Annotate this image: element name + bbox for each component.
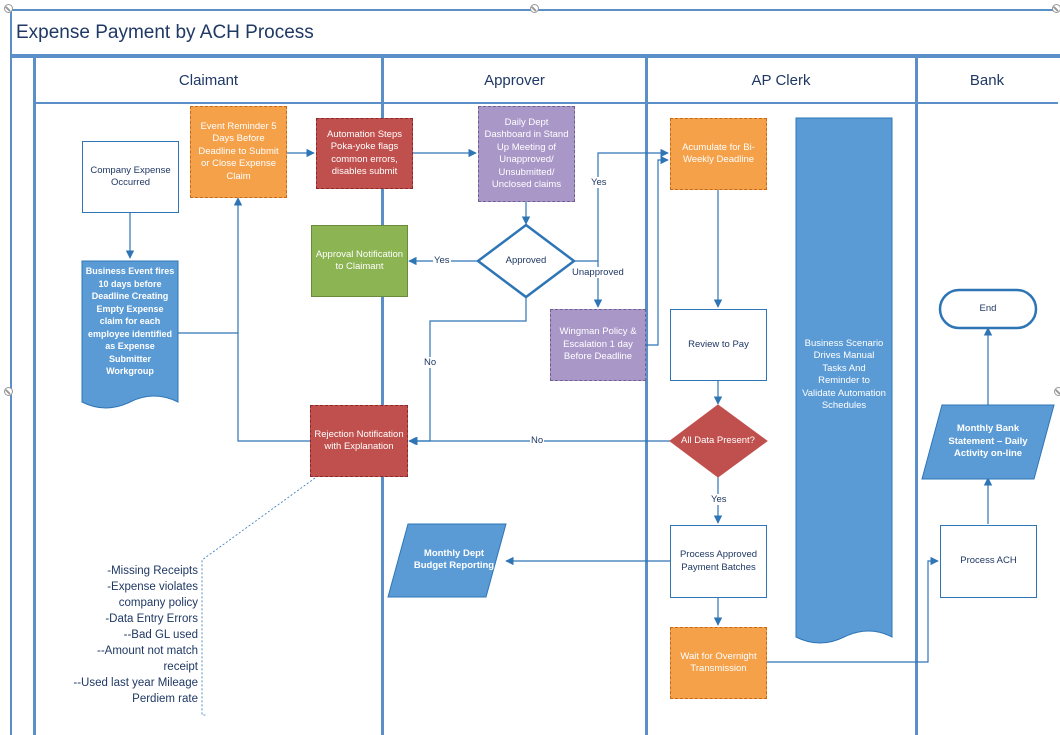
monthly-budget-node[interactable]: Monthly Dept Budget Reporting — [413, 547, 495, 572]
edge-label-yes-approval: Yes — [433, 255, 451, 266]
annotation-line: -Missing Receipts — [107, 565, 198, 577]
annotation-line: -Expense violates — [107, 581, 198, 593]
annotation-line: receipt — [163, 661, 198, 673]
annotation-line: --Amount not match — [97, 645, 198, 657]
annotation-line: --Used last year Mileage — [73, 677, 198, 689]
accumulate-node[interactable]: Acumulate for Bi-Weekly Deadline — [670, 118, 767, 190]
wait-overnight-node[interactable]: Wait for Overnight Transmission — [670, 627, 767, 699]
resize-handle-icon[interactable] — [4, 387, 13, 396]
business-event-shape — [81, 260, 179, 409]
lane-header-approver: Approver — [383, 58, 646, 104]
event-reminder-node[interactable]: Event Reminder 5 Days Before Deadline to… — [190, 106, 287, 198]
resize-handle-icon[interactable] — [1054, 387, 1060, 396]
end-terminator-shape — [938, 288, 1038, 330]
lane-header-bank: Bank — [916, 58, 1058, 104]
lane-divider — [381, 58, 384, 735]
resize-handle-icon[interactable] — [530, 4, 539, 13]
lane-divider — [645, 58, 648, 735]
edge-label-no-rejection: No — [423, 357, 438, 368]
pool-left-border — [10, 58, 12, 735]
business-event-node[interactable]: Business Event fires 10 days before Dead… — [85, 266, 175, 376]
resize-handle-icon[interactable] — [4, 4, 13, 13]
all-data-present-decision-shape — [669, 404, 768, 478]
monthly-bank-node[interactable]: Monthly Bank Statement – Daily Activity … — [948, 423, 1028, 460]
rejection-notification-node[interactable]: Rejection Notification with Explanation — [310, 405, 408, 477]
lane-divider — [915, 58, 918, 735]
monthly-bank-shape — [921, 404, 1055, 480]
connector-arrow — [237, 333, 310, 442]
connector-arrow — [408, 297, 527, 446]
connector-arrow — [646, 155, 669, 346]
business-scenario-shape — [795, 117, 893, 644]
company-expense-node[interactable]: Company Expense Occurred — [82, 141, 179, 213]
wingman-policy-node[interactable]: Wingman Policy & Escalation 1 day Before… — [550, 309, 646, 381]
connector-arrow — [178, 197, 243, 334]
daily-dept-dashboard-node[interactable]: Daily Dept Dashboard in Stand Up Meeting… — [478, 106, 575, 202]
end-node[interactable]: End — [979, 302, 997, 314]
connector-arrow — [767, 556, 939, 663]
annotation-bracket — [201, 477, 316, 716]
lane-header-claimant: Claimant — [34, 58, 383, 104]
process-batches-node[interactable]: Process Approved Payment Batches — [670, 525, 767, 598]
monthly-budget-shape — [387, 523, 507, 598]
title-bar — [10, 10, 1060, 56]
edge-label-yes-accumulate: Yes — [590, 177, 608, 188]
approved-decision-label[interactable]: Approved — [505, 254, 547, 266]
process-ach-node[interactable]: Process ACH — [940, 525, 1037, 598]
business-scenario-node[interactable]: Business Scenario Drives Manual Tasks An… — [802, 337, 886, 412]
connector-arrow — [597, 148, 669, 261]
lane-header-ap-clerk: AP Clerk — [646, 58, 916, 104]
annotation-line: Perdiem rate — [132, 693, 198, 705]
rejection-reasons-annotation: -Missing Receipts -Expense violates comp… — [60, 563, 198, 707]
annotation-line: company policy — [118, 597, 198, 609]
resize-handle-icon[interactable] — [1052, 4, 1060, 13]
header-top-border — [12, 56, 1060, 58]
approval-notification-node[interactable]: Approval Notification to Claimant — [311, 225, 408, 297]
annotation-line: --Bad GL used — [123, 629, 198, 641]
edge-label-no-all-data: No — [530, 435, 545, 446]
diagram-title: Expense Payment by ACH Process — [16, 22, 314, 43]
automation-steps-node[interactable]: Automation Steps Poka-yoke flags common … — [316, 118, 413, 189]
annotation-line: -Data Entry Errors — [105, 613, 198, 625]
edge-label-yes-process: Yes — [710, 494, 728, 505]
lane-divider — [33, 58, 36, 735]
review-to-pay-node[interactable]: Review to Pay — [670, 309, 767, 381]
all-data-present-label[interactable]: All Data Present? — [681, 434, 755, 446]
approved-decision-shape — [475, 223, 577, 299]
edge-label-unapproved: Unapproved — [571, 267, 625, 278]
